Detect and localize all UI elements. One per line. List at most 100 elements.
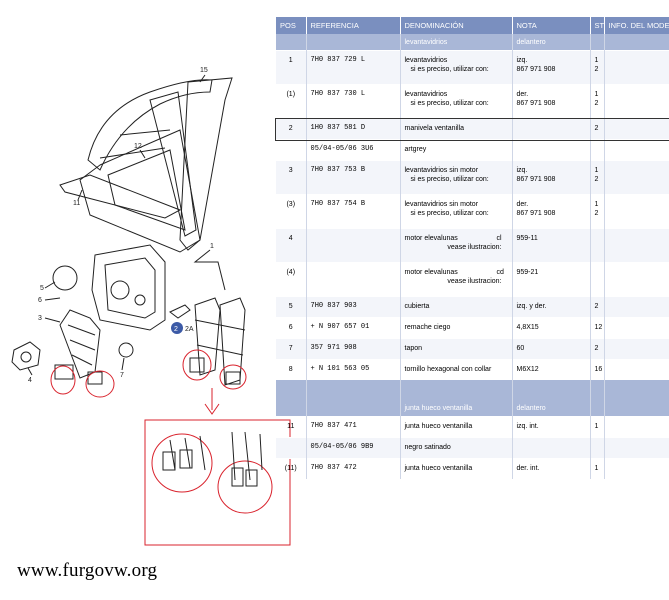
group-cell: [276, 400, 307, 417]
denom-cell: junta hueco ventanilla: [400, 416, 513, 438]
label-3: 3: [38, 315, 42, 322]
nota-text: der.: [516, 201, 529, 208]
nota-text: izq. y der.: [516, 303, 547, 310]
nota-cell: [512, 118, 591, 140]
pos-cell: 11: [276, 416, 307, 438]
denom-text: tornillo hexagonal con collar: [404, 366, 492, 373]
label-4: 4: [28, 377, 32, 384]
denom-subtext: si es preciso, utilizar con:: [410, 100, 489, 107]
ref-cell: 7H0 837 903: [306, 296, 401, 318]
st-subtext: 2: [594, 100, 599, 107]
pos-cell: 2: [276, 118, 307, 140]
label-5: 5: [40, 285, 44, 292]
pos-cell: [276, 139, 307, 161]
nota-text: 60: [516, 345, 525, 352]
nota-cell: izq. y der.: [512, 296, 591, 318]
denom-text: levantavidrios sin motor: [404, 201, 479, 208]
nota-cell: 959-21: [512, 262, 591, 297]
parts-table-panel: POS REFERENCIA DENOMINACIÓN NOTA ST INFO…: [275, 17, 669, 479]
parts-table: POS REFERENCIA DENOMINACIÓN NOTA ST INFO…: [275, 17, 669, 479]
info-cell: [604, 437, 669, 459]
label-1: 1: [210, 243, 214, 250]
denom-cell: manivela ventanilla: [400, 118, 513, 140]
denom-text: manivela ventanilla: [404, 125, 465, 132]
col-referencia: REFERENCIA: [306, 17, 401, 34]
ref-cell: 05/04-05/06 9B9: [306, 437, 401, 459]
denom-text: levantavidrios: [404, 57, 448, 64]
pos-cell: (1): [276, 84, 307, 119]
st-text: 16: [594, 366, 603, 373]
info-cell: [604, 50, 669, 85]
info-cell: [604, 296, 669, 318]
denom-cell: negro satinado: [400, 437, 513, 459]
group-denom: levantavidrios: [400, 34, 513, 51]
denom-text: tapon: [404, 345, 423, 352]
st-text: 2: [594, 345, 599, 352]
group-cell: [590, 400, 605, 417]
nota-subtext: 867 971 908: [516, 210, 556, 217]
ref-cell: [306, 228, 401, 263]
denom-text: cubierta: [404, 303, 430, 310]
nota-cell: [512, 437, 591, 459]
group-cell: [604, 400, 669, 417]
st-cell: 16: [590, 359, 605, 380]
pos-cell: 5: [276, 296, 307, 318]
st-text: 1: [594, 57, 599, 64]
denom-text: motor elevalunas: [404, 235, 458, 242]
info-cell: [604, 317, 669, 339]
label-2: 2: [174, 326, 178, 333]
st-cell: [590, 139, 605, 161]
label-11: 11: [73, 200, 80, 207]
st-text: 1: [594, 91, 599, 98]
pos-cell: (3): [276, 194, 307, 229]
separator-row: [276, 386, 669, 400]
table-header: POS REFERENCIA DENOMINACIÓN NOTA ST INFO…: [276, 17, 669, 34]
info-cell: [604, 194, 669, 229]
info-cell: [604, 359, 669, 380]
st-cell: 1: [590, 416, 605, 438]
col-denominacion: DENOMINACIÓN: [400, 17, 513, 34]
ref-cell: 05/04-05/06 3U6: [306, 139, 401, 161]
nota-subtext: 959-11: [516, 235, 538, 242]
group-cell: [306, 400, 401, 417]
st-cell: [590, 228, 605, 263]
label-2a: 2A: [185, 326, 194, 333]
nota-cell: 4,8X15: [512, 317, 591, 339]
label-12: 12: [134, 143, 142, 150]
pos-cell: 6: [276, 317, 307, 339]
ref-cell: + N 907 657 01: [306, 317, 401, 339]
nota-cell: 959-11: [512, 228, 591, 263]
denom-subtext: vease ilustracion:: [447, 278, 502, 285]
nota-cell: der. 867 971 908: [512, 194, 591, 229]
st-text: 1: [594, 167, 599, 174]
col-nota: NOTA: [512, 17, 591, 34]
ref-cell: 7H0 837 471: [306, 416, 401, 438]
nota-subtext: 959-21: [516, 269, 539, 276]
separator-cell: [400, 380, 513, 386]
nota-cell: der.867 971 908: [512, 84, 591, 119]
ref-cell: 7H0 837 729 L: [306, 50, 401, 85]
nota-cell: izq.867 971 908: [512, 50, 591, 85]
group-cell: delantero: [512, 400, 591, 417]
st-cell: 12: [590, 317, 605, 339]
nota-text: 4,8X15: [516, 324, 539, 331]
col-st: ST: [590, 17, 605, 34]
denom-cell: tapon: [400, 338, 513, 360]
denom-subtext: si es preciso, utilizar con:: [410, 66, 489, 73]
ref-cell: [306, 262, 401, 297]
st-cell: 2: [590, 338, 605, 360]
st-cell: [590, 262, 605, 297]
separator-cell: [512, 386, 591, 400]
nota-text: der.: [516, 91, 529, 98]
ref-cell: 7H0 837 754 B: [306, 194, 401, 229]
ref-cell: 7H0 837 753 B: [306, 160, 401, 195]
